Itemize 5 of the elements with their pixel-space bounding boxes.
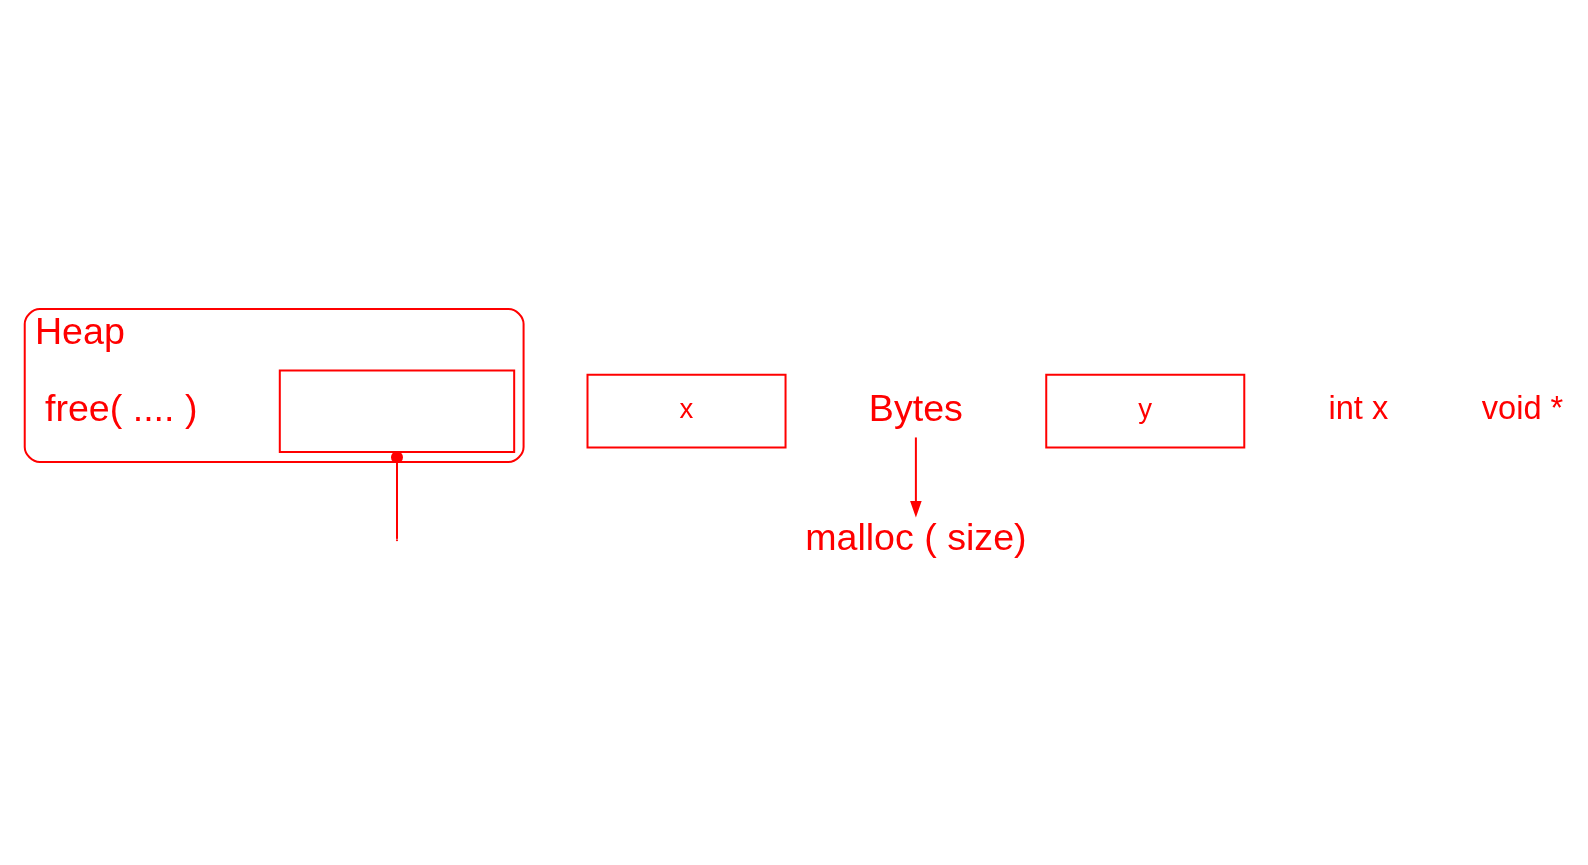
label: void *	[1481, 390, 1564, 427]
node-text: Bytes	[868, 386, 963, 429]
label: free( .... )	[44, 386, 198, 429]
node-text: malloc ( size)	[805, 515, 1027, 558]
label: int x	[1328, 390, 1389, 427]
